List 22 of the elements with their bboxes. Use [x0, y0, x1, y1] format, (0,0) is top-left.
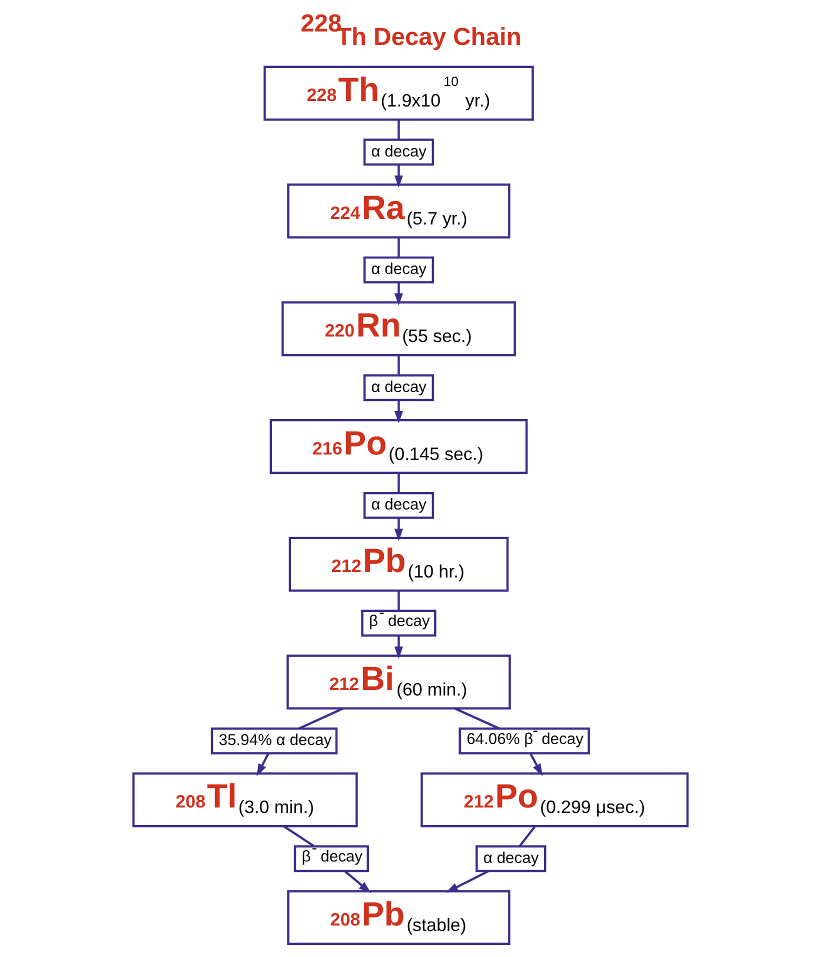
arrow — [528, 752, 542, 776]
connector — [518, 826, 536, 847]
connector — [397, 120, 400, 140]
connector — [397, 237, 400, 258]
node-box: α decay — [362, 256, 434, 284]
connector — [397, 590, 400, 611]
arrow — [394, 164, 403, 188]
node-box: α decay — [475, 845, 546, 872]
arrow — [344, 870, 371, 894]
arrow — [394, 400, 403, 424]
node-box: α decay — [362, 374, 434, 402]
arrow — [394, 282, 403, 306]
node-box: α decay — [362, 138, 434, 166]
connector — [397, 473, 400, 493]
arrow — [256, 753, 269, 776]
arrow — [394, 518, 403, 542]
connector — [282, 825, 314, 848]
node-box: α decay — [362, 492, 434, 519]
arrow — [394, 636, 403, 659]
node-box: 35.94% α decay — [210, 727, 338, 754]
connector — [397, 355, 400, 376]
arrow — [445, 870, 488, 893]
